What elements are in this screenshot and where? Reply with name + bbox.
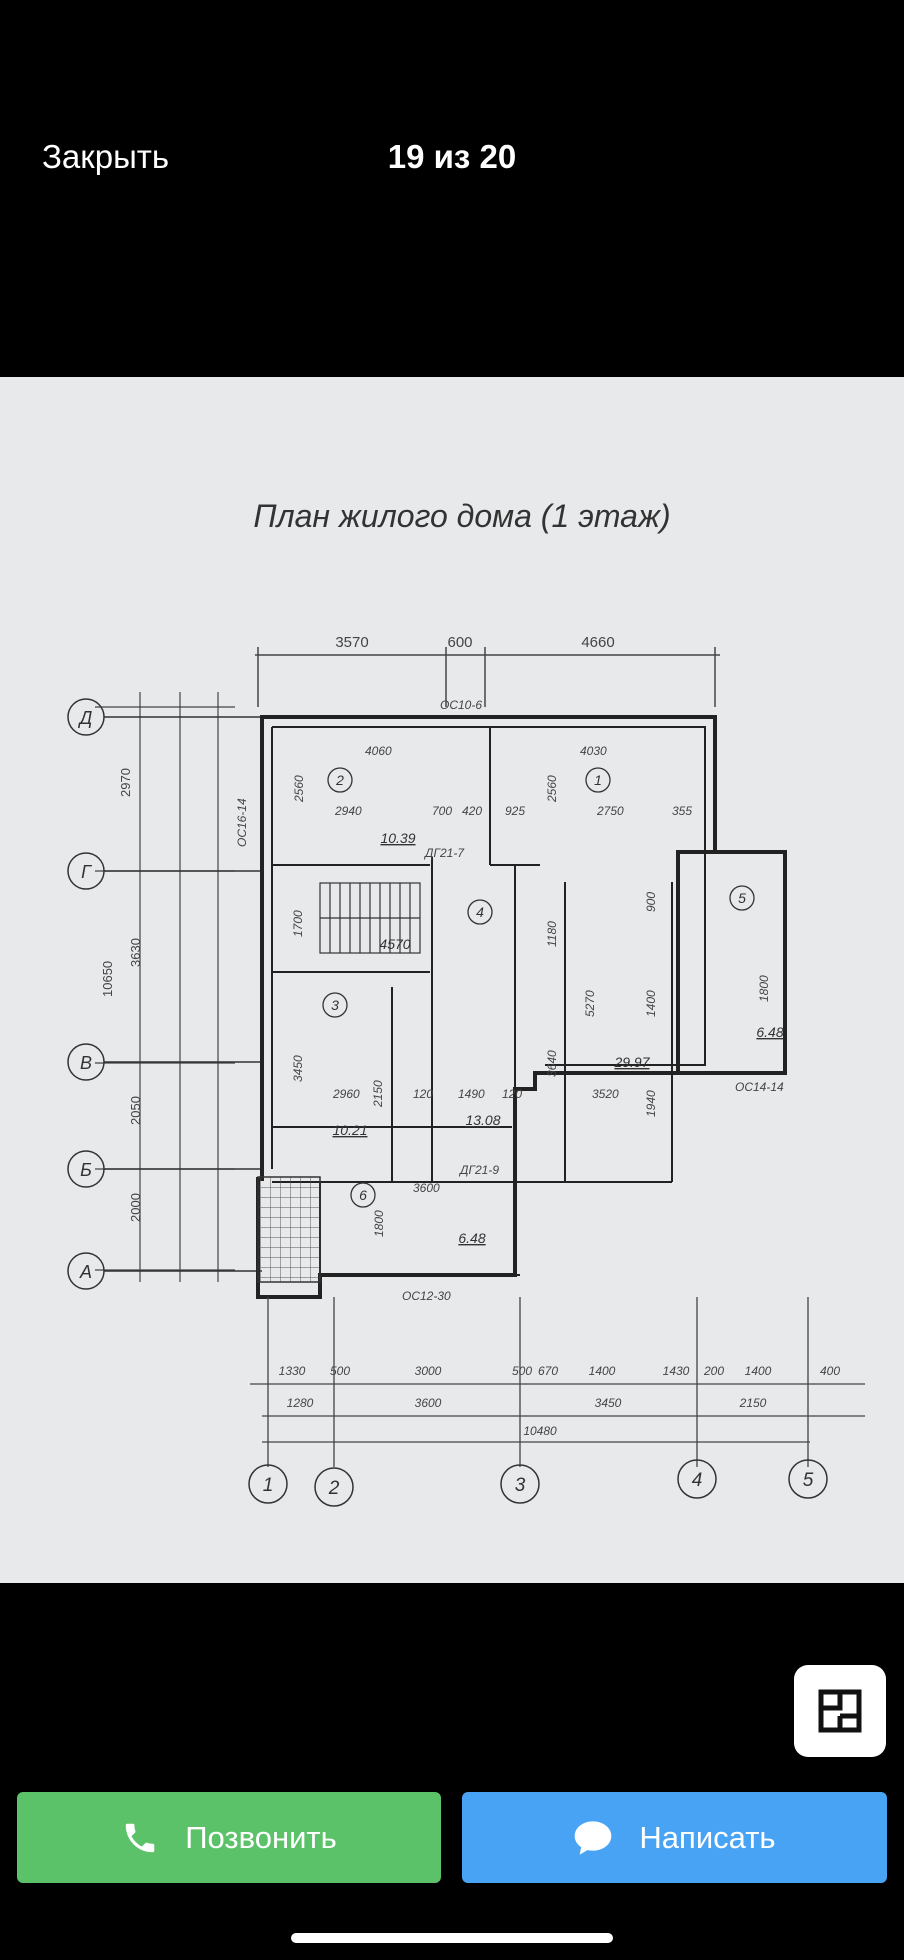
inner-dim: 4030 — [580, 744, 607, 758]
opening-label: ОС14-14 — [735, 1080, 784, 1094]
floor-plan-drawing: План жилого дома (1 этаж) 3570 600 4660 … — [67, 498, 865, 1507]
bottom-dim: 500 — [512, 1364, 532, 1378]
room-area-6: 6.48 — [458, 1230, 485, 1246]
opening-label: ОС16-14 — [235, 798, 249, 847]
opening-label: ОС12-30 — [402, 1289, 451, 1303]
bottom-dim-2: 1280 — [287, 1396, 314, 1410]
inner-dim: 925 — [505, 804, 525, 818]
inner-dim: 2150 — [371, 1080, 385, 1108]
room-area-2: 10.39 — [380, 830, 415, 846]
bottom-dim: 3000 — [415, 1364, 442, 1378]
total-dim: 10480 — [523, 1424, 557, 1438]
room-number-5: 5 — [738, 890, 746, 906]
bottom-dim: 400 — [820, 1364, 840, 1378]
inner-dim: 3600 — [413, 1181, 440, 1195]
floor-plan-photo[interactable]: План жилого дома (1 этаж) 3570 600 4660 … — [0, 377, 904, 1583]
inner-dim: 1180 — [545, 921, 559, 947]
write-label: Написать — [639, 1819, 776, 1855]
axis-row-g: Г — [81, 862, 92, 882]
left-dim-5: 2000 — [128, 1193, 143, 1222]
staircase — [319, 882, 421, 954]
inner-dim: 420 — [462, 804, 482, 818]
axis-row-a: А — [79, 1262, 92, 1282]
room-area-3: 10.21 — [332, 1122, 367, 1138]
photo-counter: 19 из 20 — [387, 138, 517, 175]
axis-col-2: 2 — [328, 1478, 340, 1499]
axis-row-b: Б — [80, 1160, 92, 1180]
inner-dim: 2560 — [292, 775, 306, 803]
axis-row-d: Д — [78, 708, 93, 728]
inner-dim: 2960 — [332, 1087, 360, 1101]
write-button[interactable]: Написать — [462, 1792, 887, 1883]
bottom-dim: 500 — [330, 1364, 350, 1378]
floor-plan-button[interactable] — [794, 1665, 886, 1757]
inner-dim: 3450 — [291, 1055, 305, 1082]
top-dim-3: 4660 — [581, 634, 614, 651]
left-dim-4: 2050 — [128, 1096, 143, 1125]
room-number-3: 3 — [331, 997, 339, 1013]
bottom-dim: 1400 — [589, 1364, 616, 1378]
bottom-dim-2: 3600 — [415, 1396, 442, 1410]
room-number-1: 1 — [594, 772, 602, 788]
inner-dim: 3640 — [545, 1050, 559, 1077]
inner-dim: 700 — [432, 804, 452, 818]
call-button[interactable]: Позвонить — [17, 1792, 441, 1883]
inner-dim: 2750 — [596, 804, 624, 818]
top-dim-1: 3570 — [335, 634, 368, 651]
bottom-dim: 670 — [538, 1364, 558, 1378]
inner-dim: 900 — [644, 892, 658, 912]
room-area-1: 29.97 — [613, 1054, 650, 1070]
porch-hatch — [257, 1176, 321, 1283]
left-dim-2: 10650 — [100, 961, 115, 997]
left-dim-3: 3630 — [128, 938, 143, 967]
left-dim-1: 2970 — [118, 768, 133, 797]
axis-col-1: 1 — [263, 1475, 274, 1496]
stair-dim: 4570 — [379, 936, 410, 952]
top-dim-2: 600 — [447, 634, 472, 651]
room-area-4: 13.08 — [465, 1112, 500, 1128]
inner-dim: 355 — [672, 804, 692, 818]
inner-dim: 120 — [413, 1087, 433, 1101]
inner-dim: 1400 — [644, 990, 658, 1017]
inner-dim: 120 — [502, 1087, 522, 1101]
inner-dim: 1700 — [291, 910, 305, 937]
inner-dim: 1490 — [458, 1087, 485, 1101]
close-button[interactable]: Закрыть — [42, 138, 170, 175]
home-indicator[interactable] — [291, 1933, 613, 1943]
inner-dim: 1940 — [644, 1090, 658, 1117]
room-area-5: 6.48 — [756, 1024, 783, 1040]
plan-title: План жилого дома (1 этаж) — [253, 498, 670, 534]
inner-dim: 3520 — [592, 1087, 619, 1101]
room-number-6: 6 — [359, 1187, 367, 1203]
opening-label: ОС10-6 — [440, 698, 482, 712]
phone-icon — [121, 1819, 159, 1857]
viewer-top-bar: Закрыть 19 из 20 — [0, 0, 904, 377]
bottom-dim-2: 3450 — [595, 1396, 622, 1410]
floor-plan-icon — [818, 1689, 862, 1733]
chat-bubble-icon — [573, 1819, 613, 1857]
inner-dim: 4060 — [365, 744, 392, 758]
inner-dim: 5270 — [583, 990, 597, 1017]
axis-row-v: В — [80, 1053, 92, 1073]
room-number-2: 2 — [335, 772, 344, 788]
bottom-dim: 200 — [703, 1364, 724, 1378]
inner-dim: 1800 — [757, 975, 771, 1002]
room-number-4: 4 — [476, 904, 484, 920]
inner-dim: 1800 — [372, 1210, 386, 1237]
bottom-dim: 1400 — [745, 1364, 772, 1378]
bottom-dim-2: 2150 — [739, 1396, 767, 1410]
call-label: Позвонить — [185, 1819, 337, 1855]
inner-dim: 2940 — [334, 804, 362, 818]
axis-col-3: 3 — [515, 1475, 526, 1496]
bottom-dim: 1330 — [279, 1364, 306, 1378]
opening-label: ДГ21-7 — [423, 846, 465, 860]
opening-label: ДГ21-9 — [458, 1163, 499, 1177]
axis-col-5: 5 — [803, 1470, 814, 1491]
inner-dim: 2560 — [545, 775, 559, 803]
bottom-dim: 1430 — [663, 1364, 690, 1378]
axis-col-4: 4 — [692, 1470, 703, 1491]
